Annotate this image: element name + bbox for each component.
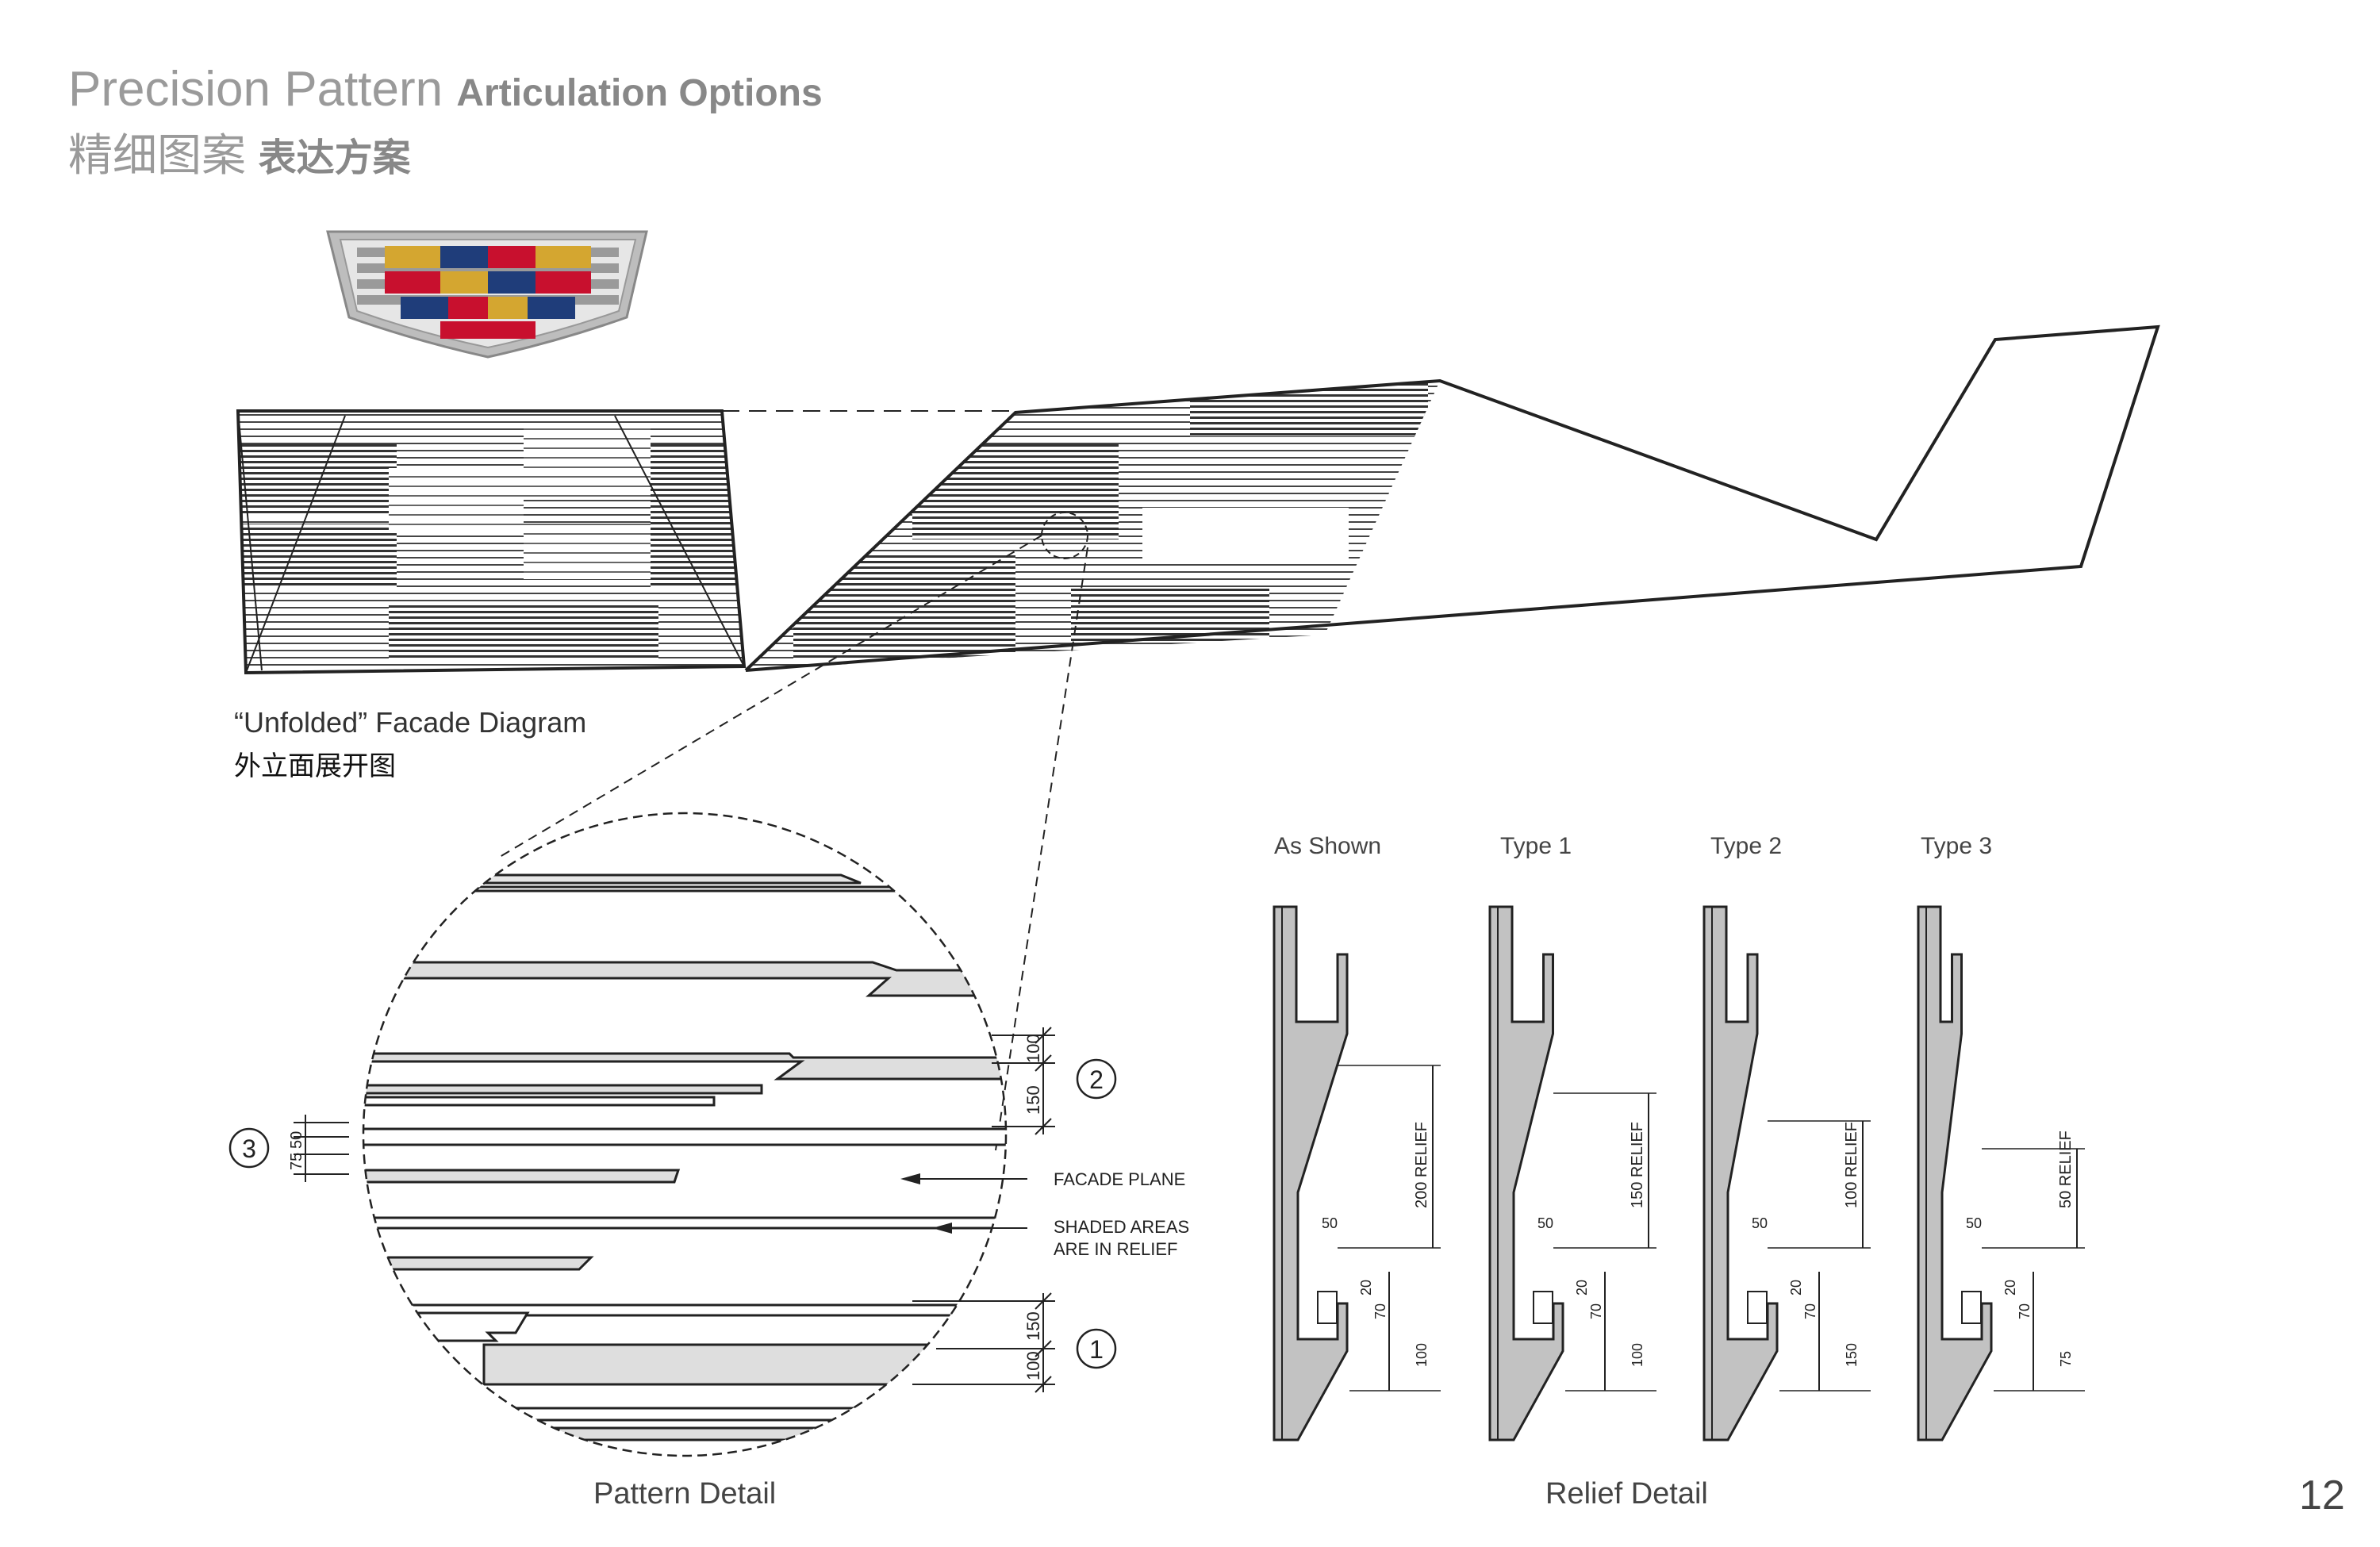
relief-detail-label: Relief Detail bbox=[1545, 1477, 1708, 1511]
unfolded-diagram-caption-en: “Unfolded” Facade Diagram bbox=[234, 706, 587, 739]
cadillac-crest-logo bbox=[326, 230, 648, 359]
dim-lower: 100 bbox=[1630, 1343, 1645, 1367]
dim-pattern-150-bottom: 150 bbox=[1023, 1311, 1043, 1341]
relief-col-label-type1: Type 1 bbox=[1500, 833, 1572, 859]
dim-20: 20 bbox=[1788, 1280, 1804, 1296]
relief-wall-section bbox=[1917, 905, 1993, 1441]
note-shaded-line2: ARE IN RELIEF bbox=[1054, 1239, 1177, 1259]
dim-lower: 150 bbox=[1844, 1343, 1860, 1367]
note-facade-plane: FACADE PLANE bbox=[1054, 1169, 1185, 1189]
relief-dim-label: 150 RELIEF bbox=[1629, 1122, 1646, 1208]
title-cn-bold: 表达方案 bbox=[258, 137, 411, 179]
left-panel-hatch bbox=[238, 411, 744, 673]
callout-circle-2 bbox=[1076, 1058, 1117, 1100]
relief-dim-label: 100 RELIEF bbox=[1843, 1122, 1860, 1208]
title-cn-light: 精细图案 bbox=[68, 130, 246, 180]
title-en-light: Precision Pattern bbox=[68, 62, 443, 117]
callout-circle-3 bbox=[228, 1127, 270, 1169]
dim-70: 70 bbox=[1588, 1303, 1604, 1319]
relief-wall-section bbox=[1273, 905, 1349, 1441]
dim-20: 20 bbox=[1358, 1280, 1374, 1296]
dim-50: 50 bbox=[1752, 1215, 1768, 1231]
dim-70: 70 bbox=[2017, 1303, 2033, 1319]
dim-pattern-50: 50 bbox=[288, 1131, 305, 1149]
relief-col-label-type3: Type 3 bbox=[1921, 833, 1993, 859]
dim-lower: 75 bbox=[2058, 1351, 2074, 1367]
dim-20: 20 bbox=[2002, 1280, 2018, 1296]
callout-2: 2 bbox=[1089, 1065, 1104, 1094]
title-en-bold: Articulation Options bbox=[456, 72, 823, 114]
callout-1: 1 bbox=[1089, 1335, 1104, 1364]
relief-col-label-as-shown: As Shown bbox=[1274, 833, 1382, 859]
dim-lower: 100 bbox=[1414, 1343, 1430, 1367]
unfolded-diagram-caption-cn: 外立面展开图 bbox=[234, 751, 396, 781]
page-title-cn: 精细图案 表达方案 bbox=[68, 133, 411, 178]
relief-column-2: 150 RELIEF 20 70 100 50 bbox=[1488, 905, 1656, 1441]
relief-wall-section bbox=[1488, 905, 1564, 1441]
dim-pattern-100-bottom: 100 bbox=[1023, 1351, 1043, 1380]
relief-dim-label: 50 RELIEF bbox=[2057, 1130, 2075, 1208]
dim-50: 50 bbox=[1537, 1215, 1553, 1231]
page-title-en: Precision Pattern Articulation Options bbox=[68, 65, 823, 114]
pattern-detail-label: Pattern Detail bbox=[593, 1477, 777, 1511]
dim-50: 50 bbox=[1322, 1215, 1338, 1231]
relief-col-label-type2: Type 2 bbox=[1710, 833, 1783, 859]
relief-column-3: 100 RELIEF 20 70 150 50 bbox=[1702, 905, 1871, 1441]
dim-50: 50 bbox=[1966, 1215, 1982, 1231]
dim-pattern-75: 75 bbox=[288, 1153, 305, 1170]
dim-70: 70 bbox=[1372, 1303, 1388, 1319]
dim-20: 20 bbox=[1574, 1280, 1590, 1296]
callout-3: 3 bbox=[242, 1134, 256, 1163]
page-number: 12 bbox=[2299, 1472, 2345, 1518]
relief-column-1: 200 RELIEF 20 70 100 50 bbox=[1273, 905, 1441, 1441]
callout-circle-1 bbox=[1076, 1328, 1117, 1369]
relief-wall-section bbox=[1702, 905, 1779, 1441]
relief-column-4: 50 RELIEF 20 70 75 50 bbox=[1917, 905, 2085, 1441]
relief-dim-label: 200 RELIEF bbox=[1413, 1122, 1430, 1208]
note-shaded-line1: SHADED AREAS bbox=[1054, 1217, 1189, 1237]
dim-pattern-150-top: 150 bbox=[1023, 1085, 1043, 1115]
dim-pattern-100-top: 100 bbox=[1023, 1034, 1043, 1063]
dim-70: 70 bbox=[1802, 1303, 1818, 1319]
